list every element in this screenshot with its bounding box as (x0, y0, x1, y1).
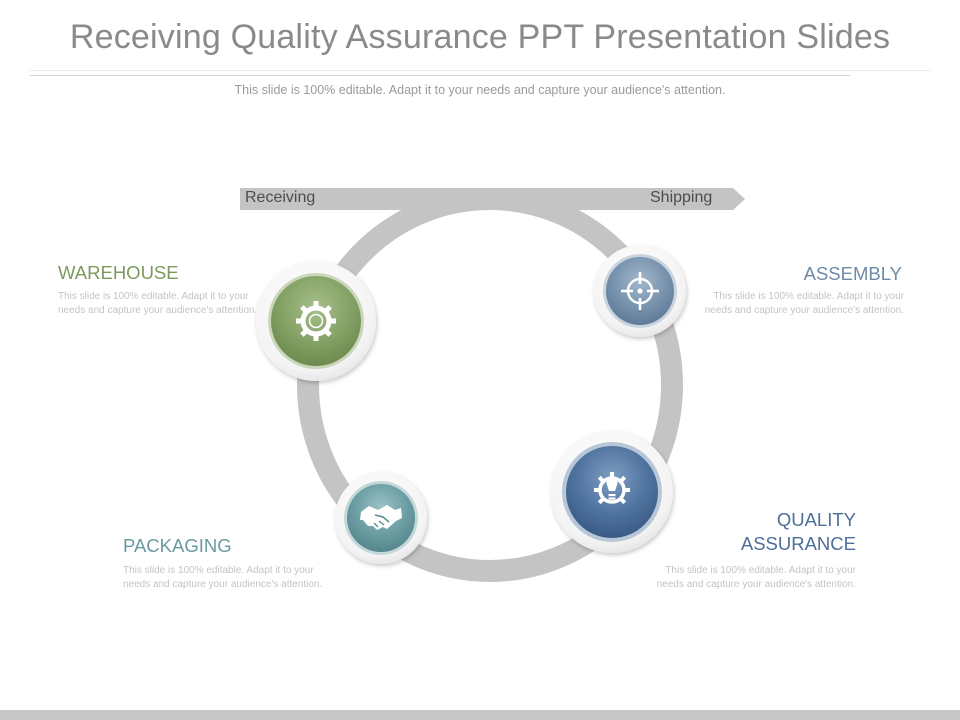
warehouse-description: This slide is 100% editable. Adapt it to… (58, 291, 258, 316)
handshake-icon (360, 505, 402, 530)
gear-icon (296, 301, 336, 341)
packaging-heading: PACKAGING (123, 535, 232, 556)
footer-bar (0, 710, 960, 720)
flow-arrow (240, 188, 745, 210)
assembly-node (594, 245, 686, 337)
warehouse-node (256, 261, 376, 381)
quality-assurance-node (551, 431, 673, 553)
warehouse-heading: WAREHOUSE (58, 262, 179, 283)
quality-assurance-heading: QUALITY ASSURANCE (741, 508, 856, 556)
title-divider (30, 75, 850, 76)
packaging-node (335, 472, 427, 564)
title-divider-light (30, 70, 930, 71)
assembly-heading: ASSEMBLY (803, 263, 902, 284)
lightbulb-gear-icon (594, 472, 630, 505)
target-icon (621, 272, 659, 310)
flow-start-label: Receiving (245, 189, 316, 206)
quality-assurance-description: This slide is 100% editable. Adapt it to… (656, 565, 856, 590)
quality-assurance-heading-line1: QUALITY (776, 509, 856, 530)
slide-title: Receiving Quality Assurance PPT Presenta… (69, 18, 891, 56)
flow-end-label: Shipping (650, 189, 713, 206)
slide-subtitle: This slide is 100% editable. Adapt it to… (234, 83, 726, 97)
packaging-description: This slide is 100% editable. Adapt it to… (123, 565, 323, 590)
quality-assurance-heading-line2: ASSURANCE (740, 533, 856, 554)
assembly-description: This slide is 100% editable. Adapt it to… (704, 291, 904, 316)
